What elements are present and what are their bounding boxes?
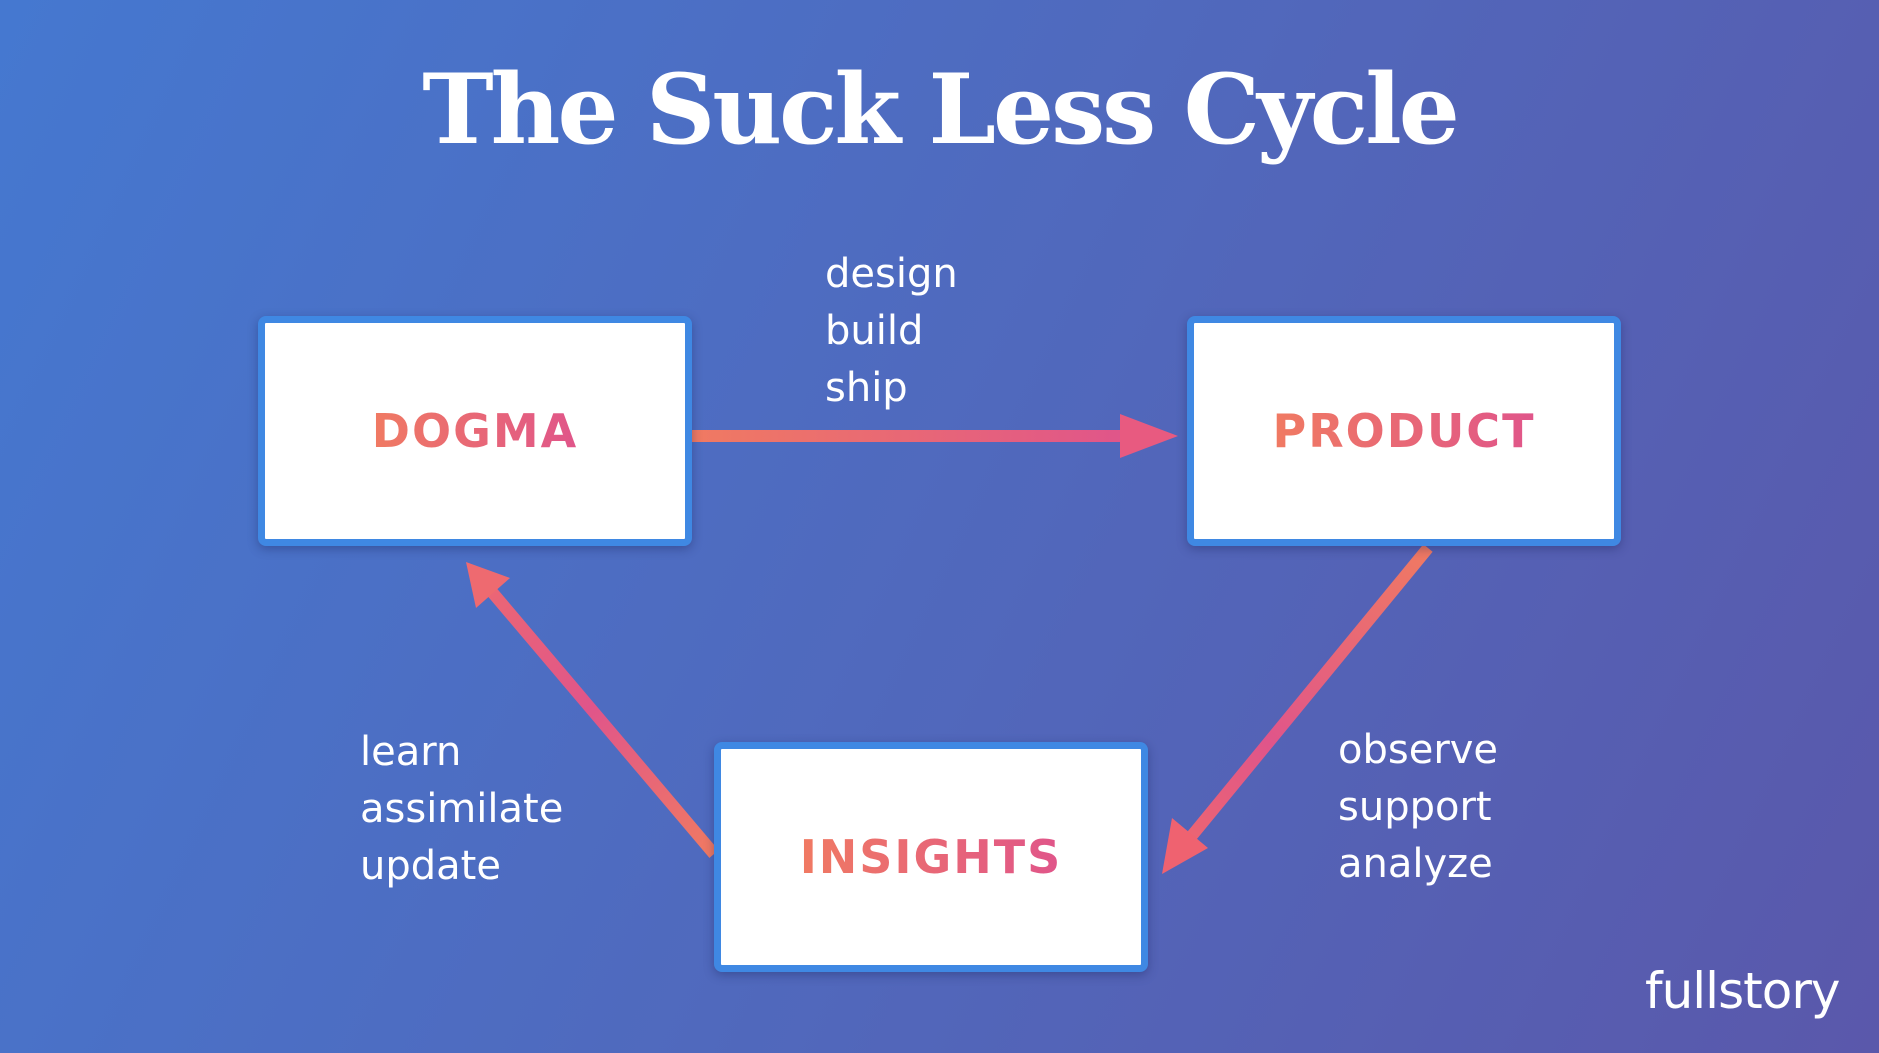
page-title: The Suck Less Cycle bbox=[422, 53, 1460, 166]
product-box: PRODUCT bbox=[1187, 316, 1621, 546]
insights-label: INSIGHTS bbox=[799, 830, 1063, 884]
product-label: PRODUCT bbox=[1272, 404, 1536, 458]
insights-to-dogma-steps: learn assimilate update bbox=[360, 724, 563, 895]
arrow-insights-to-dogma bbox=[466, 562, 719, 858]
step-update: update bbox=[360, 843, 501, 889]
arrow-product-to-insights bbox=[1162, 544, 1433, 874]
product-to-insights-steps: observe support analyze bbox=[1338, 722, 1498, 893]
step-observe: observe bbox=[1338, 727, 1499, 773]
step-design: design bbox=[825, 251, 958, 297]
dogma-label: DOGMA bbox=[371, 404, 579, 458]
fullstory-logo: fullstory bbox=[1645, 962, 1840, 1020]
dogma-box: DOGMA bbox=[258, 316, 692, 546]
arrow-dogma-to-product bbox=[692, 414, 1178, 458]
step-ship: ship bbox=[825, 365, 908, 411]
step-build: build bbox=[825, 308, 924, 354]
step-assimilate: assimilate bbox=[360, 786, 564, 832]
dogma-to-product-steps: design build ship bbox=[825, 246, 958, 417]
insights-box: INSIGHTS bbox=[714, 742, 1148, 972]
step-learn: learn bbox=[360, 729, 462, 775]
step-support: support bbox=[1338, 784, 1492, 830]
step-analyze: analyze bbox=[1338, 841, 1493, 887]
